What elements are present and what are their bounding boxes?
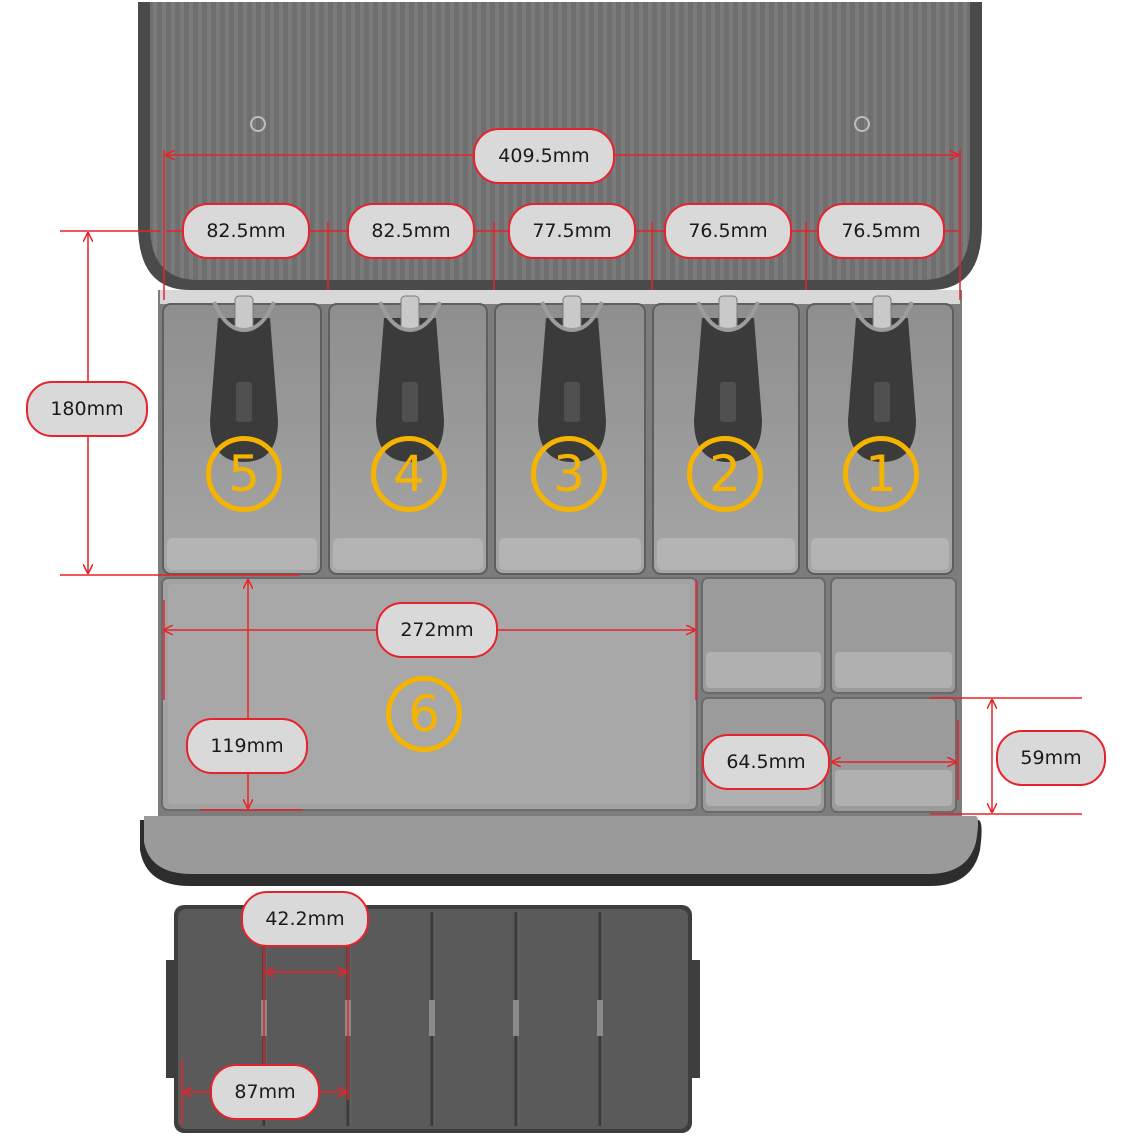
compartment-number-4: 4 — [371, 436, 447, 512]
bill-clip — [376, 295, 444, 462]
coin-divider — [513, 912, 519, 1126]
bill-clip — [210, 295, 278, 462]
slot-2-width-label: 76.5mm — [664, 203, 792, 259]
bill-slot-2 — [652, 295, 800, 575]
bill-clip — [538, 295, 606, 462]
slot-3-width-label: 77.5mm — [508, 203, 636, 259]
coin-divider — [429, 912, 435, 1126]
bill-slot-5 — [162, 295, 322, 575]
compartment-number-6: 6 — [386, 676, 462, 752]
drawer-front-lip — [140, 816, 982, 886]
slot-1-width-label: 76.5mm — [817, 203, 945, 259]
large-compartment-width-label: 272mm — [376, 602, 498, 658]
slot-depth-label: 180mm — [26, 381, 148, 437]
bill-clip — [694, 295, 762, 462]
compartment-number-1: 1 — [843, 436, 919, 512]
compartment-number-5: 5 — [206, 436, 282, 512]
slot-4-width-label: 82.5mm — [347, 203, 475, 259]
bill-slots — [162, 295, 954, 575]
compartment-number-3: 3 — [531, 436, 607, 512]
bill-slot-4 — [328, 295, 488, 575]
bill-clip — [848, 295, 916, 462]
coin-tray-depth-label: 87mm — [210, 1064, 320, 1120]
overall-width-label: 409.5mm — [473, 128, 615, 184]
compartment-number-2: 2 — [687, 436, 763, 512]
small-compartment-depth-label: 59mm — [996, 730, 1106, 786]
coin-cup-width-label: 42.2mm — [241, 891, 369, 947]
slot-5-width-label: 82.5mm — [182, 203, 310, 259]
bill-slot-3 — [494, 295, 646, 575]
bill-slot-1 — [806, 295, 954, 575]
large-compartment-depth-label: 119mm — [186, 718, 308, 774]
small-compartment-width-label: 64.5mm — [702, 734, 830, 790]
coin-divider — [597, 912, 603, 1126]
